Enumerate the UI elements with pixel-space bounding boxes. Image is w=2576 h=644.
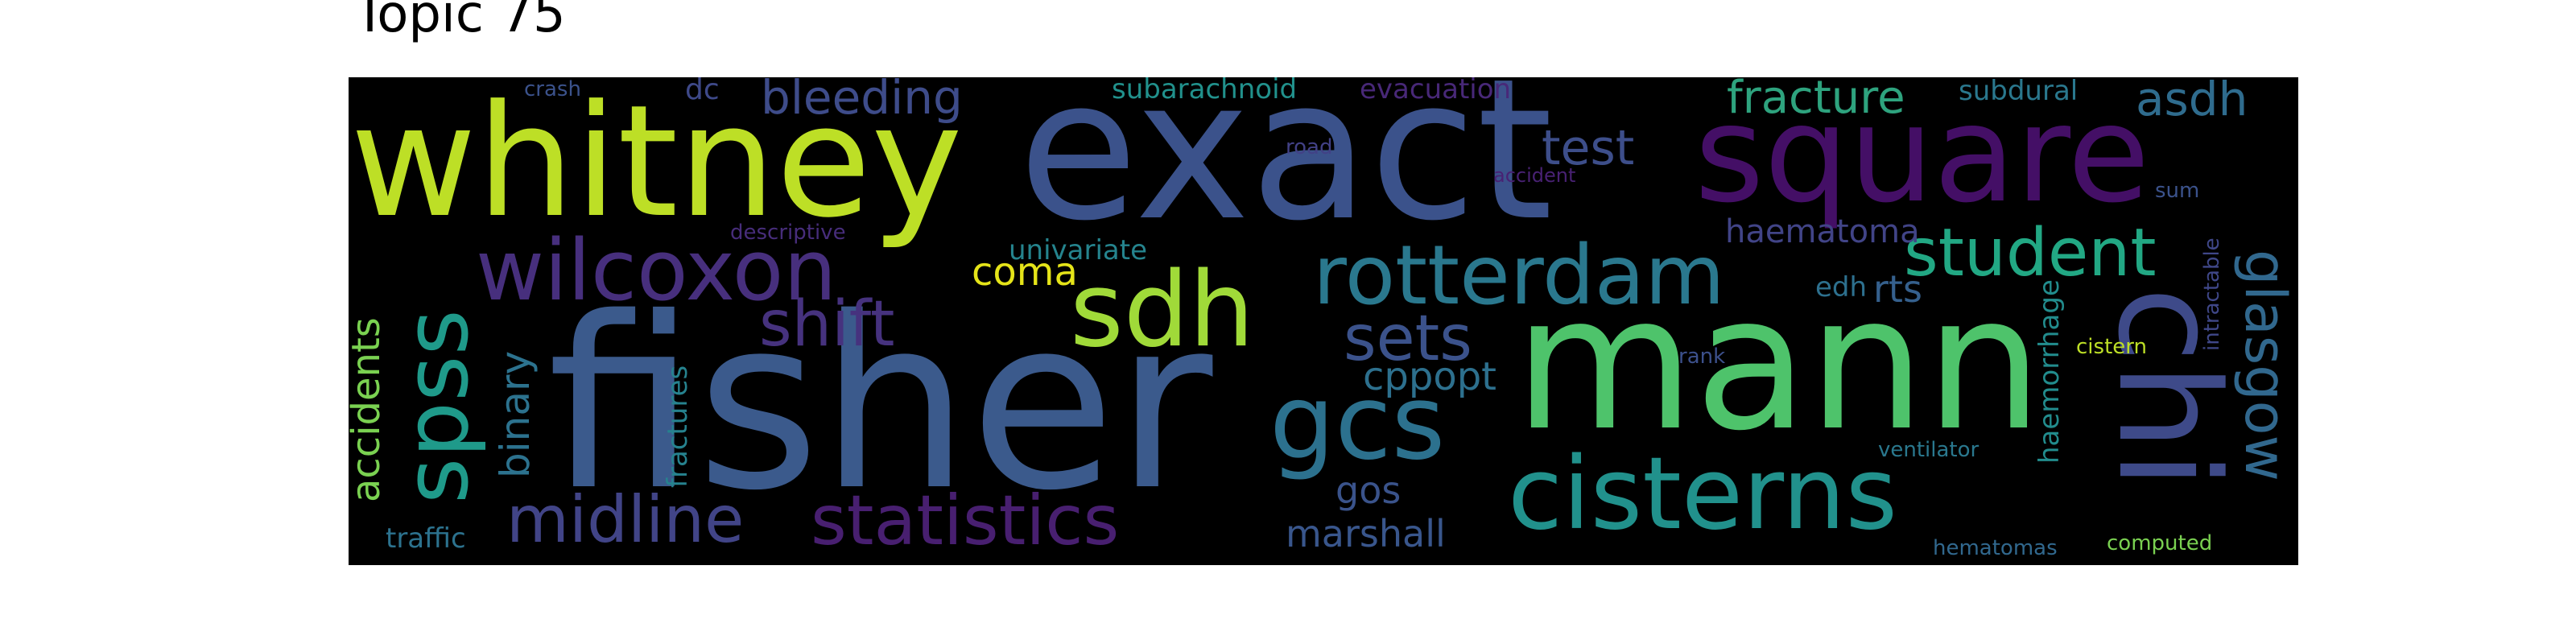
word-crash: crash: [524, 77, 581, 101]
word-binary: binary: [492, 350, 539, 478]
word-test: test: [1542, 120, 1635, 176]
word-road: road: [1286, 135, 1333, 159]
word-cistern: cistern: [2076, 335, 2147, 359]
word-square: square: [1695, 77, 2150, 233]
word-marshall: marshall: [1286, 512, 1446, 555]
word-midline: midline: [506, 482, 745, 557]
word-subdural: subdural: [1959, 77, 2079, 107]
word-shift: shift: [759, 288, 895, 361]
word-cppopt: cppopt: [1363, 354, 1496, 399]
word-cloud: exact fisher mann whitney square chi sdh…: [349, 77, 2298, 565]
word-fractures: fractures: [662, 365, 694, 488]
word-fisher: fisher: [547, 267, 1213, 543]
word-mann: mann: [1514, 257, 2043, 472]
word-subarachnoid: subarachnoid: [1112, 77, 1298, 105]
word-rts: rts: [1873, 267, 1922, 311]
word-hematomas: hematomas: [1933, 536, 2058, 560]
word-rotterdam: rotterdam: [1313, 228, 1725, 324]
word-intractable: intractable: [2200, 237, 2224, 351]
word-sdh: sdh: [1070, 250, 1255, 370]
word-haemorrhage: haemorrhage: [2033, 279, 2066, 464]
word-coma: coma: [972, 250, 1078, 295]
word-sets: sets: [1344, 303, 1472, 375]
word-asdh: asdh: [2136, 77, 2248, 126]
figure-title: Topic 75: [354, 0, 566, 44]
word-whitney: whitney: [350, 77, 963, 252]
word-traffic: traffic: [386, 522, 466, 555]
word-rank: rank: [1678, 345, 1726, 369]
word-computed: computed: [2107, 531, 2213, 555]
word-accident: accident: [1493, 164, 1576, 187]
word-spss: spss: [385, 309, 488, 504]
word-edh: edh: [1815, 271, 1868, 303]
word-haematoma: haematoma: [1725, 213, 1920, 250]
word-gos: gos: [1335, 469, 1402, 512]
word-wilcoxon: wilcoxon: [476, 221, 837, 320]
word-sum: sum: [2155, 179, 2200, 203]
word-dc: dc: [685, 77, 720, 106]
word-glasgow: glasgow: [2232, 250, 2298, 481]
word-statistics: statistics: [811, 481, 1120, 561]
word-accidents: accidents: [349, 317, 389, 502]
word-evacuation: evacuation: [1360, 77, 1512, 105]
word-univariate: univariate: [1009, 234, 1148, 266]
word-bleeding: bleeding: [761, 77, 963, 125]
word-ventilator: ventilator: [1878, 438, 1979, 462]
word-exact: exact: [1018, 77, 1554, 264]
word-cisterns: cisterns: [1508, 436, 1898, 552]
word-fracture: fracture: [1727, 77, 1905, 124]
word-student: student: [1904, 215, 2157, 291]
word-gcs: gcs: [1269, 363, 1446, 483]
word-descriptive: descriptive: [730, 221, 846, 245]
